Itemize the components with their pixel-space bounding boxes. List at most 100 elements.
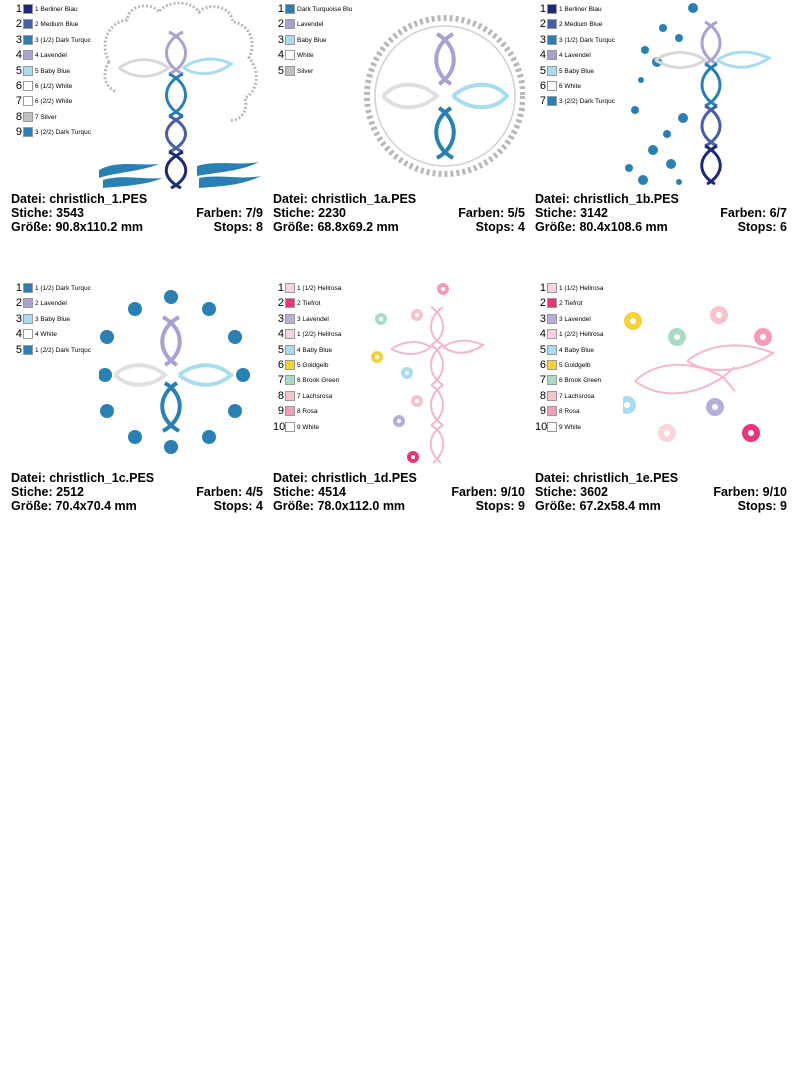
stitches-label: Stiche:	[11, 485, 53, 499]
legend-row: 3 3 Baby Blue	[11, 312, 131, 327]
embroidery-preview-pink-fish-flowers	[623, 306, 776, 442]
stitches-label: Stiche:	[11, 206, 53, 220]
file-name: christlich_1b.PES	[573, 192, 679, 206]
legend-number: 5	[277, 343, 284, 356]
legend-number: 2	[15, 297, 22, 310]
color-swatch	[23, 127, 33, 138]
size-value: 67.2x58.4 mm	[579, 499, 661, 513]
color-swatch	[547, 50, 557, 61]
color-swatch	[547, 298, 557, 309]
legend-color-name: 7 Lachsrosa	[559, 392, 595, 400]
legend-number: 6	[15, 79, 22, 92]
legend-number: 4	[277, 49, 284, 62]
flower-icons	[371, 283, 449, 463]
stops-label: Stops:	[737, 220, 777, 234]
color-swatch	[23, 313, 33, 324]
legend-color-name: 5 Goldgelb	[297, 361, 329, 369]
legend-color-name: Dark Turquoise Blu	[297, 6, 353, 13]
size-value: 70.4x70.4 mm	[55, 499, 137, 513]
legend-number: 3	[15, 312, 22, 325]
size-label: Größe:	[535, 220, 576, 234]
embroidery-preview-fish-dot-ring	[99, 290, 250, 454]
color-swatch	[285, 375, 295, 386]
legend-color-name: 1 (1/2) Hellrosa	[297, 285, 342, 292]
color-swatch	[547, 375, 557, 386]
legend-number: 2	[539, 297, 546, 310]
legend-color-name: 1 (1/2) Dark Turquc	[35, 285, 91, 292]
color-swatch	[285, 390, 295, 401]
legend-row: 4 White	[273, 48, 393, 63]
legend-number: 5	[15, 64, 22, 77]
legend-color-name: 3 Baby Blue	[35, 315, 71, 323]
colors-label: Farben:	[720, 206, 767, 220]
colors-value: 9/10	[500, 485, 525, 499]
colors-value: 6/7	[769, 206, 787, 220]
color-swatch	[547, 19, 557, 30]
file-label: Datei:	[273, 192, 308, 206]
legend-number: 7	[539, 374, 546, 387]
color-swatch	[547, 96, 557, 107]
legend-color-name: 7 Lachsrosa	[297, 392, 333, 400]
color-swatch	[285, 4, 295, 14]
legend-number: 1	[15, 282, 22, 294]
legend-color-name: 5 Baby Blue	[35, 67, 71, 75]
color-swatch	[547, 283, 557, 293]
color-swatch	[23, 344, 33, 355]
stops-value: 8	[256, 220, 263, 234]
file-name: christlich_1c.PES	[49, 471, 155, 485]
color-swatch	[547, 34, 557, 45]
legend-color-name: White	[297, 52, 314, 60]
file-name: christlich_1e.PES	[573, 471, 679, 485]
color-swatch	[23, 34, 33, 45]
stops-label: Stops:	[737, 499, 777, 513]
legend-number: 4	[15, 49, 22, 62]
legend-color-name: 4 White	[35, 331, 58, 339]
color-swatch	[285, 421, 295, 432]
color-swatch	[285, 65, 295, 76]
legend-color-name: Baby Blue	[297, 36, 327, 44]
legend-row: 5 5 Baby Blue	[11, 64, 131, 79]
colors-value: 7/9	[245, 206, 263, 220]
size-label: Größe:	[273, 499, 314, 513]
legend-number: 7	[15, 95, 22, 108]
flower-icons	[623, 306, 772, 442]
stops-label: Stops:	[213, 220, 253, 234]
size-label: Größe:	[273, 220, 314, 234]
file-name: christlich_1.PES	[49, 192, 148, 206]
color-swatch	[547, 4, 557, 14]
color-swatch	[285, 329, 295, 340]
legend-color-name: 3 (1/2) Dark Turquc	[559, 36, 615, 44]
legend-number: 6	[539, 358, 546, 371]
legend-color-name: 2 Tiefrot	[559, 300, 583, 308]
colors-label: Farben:	[196, 206, 243, 220]
color-swatch	[285, 50, 295, 61]
size-value: 78.0x112.0 mm	[317, 499, 406, 513]
